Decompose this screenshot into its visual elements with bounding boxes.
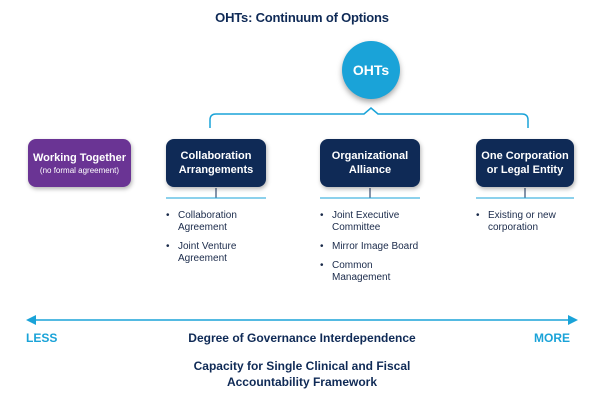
option-sublabel: (no formal agreement) (39, 165, 120, 175)
corporation-items-list: Existing or new corporation (476, 210, 576, 241)
option-label-line2: or Legal Entity (486, 164, 564, 176)
option-label-line1: One Corporation (481, 150, 569, 162)
option-label: Working Together (32, 151, 127, 164)
bracket-connector (209, 107, 529, 128)
option-organizational-alliance: Organizational Alliance (320, 139, 420, 187)
option-label-line1: Collaboration (180, 150, 252, 162)
option-working-together: Working Together (no formal agreement) (28, 139, 131, 187)
list-item: Joint Executive Committee (320, 210, 420, 234)
list-item: Collaboration Agreement (166, 210, 266, 234)
list-item: Mirror Image Board (320, 241, 420, 253)
axis-more-label: MORE (534, 331, 570, 345)
option-collaboration-arrangements: Collaboration Arrangements (166, 139, 266, 187)
option-label-line2: Alliance (348, 164, 392, 176)
option-label-line1: Organizational (331, 150, 409, 162)
option-one-corporation: One Corporation or Legal Entity (476, 139, 574, 187)
list-item: Existing or new corporation (476, 210, 576, 234)
list-item: Common Management (320, 260, 420, 284)
axis-less-label: LESS (26, 331, 58, 345)
axis-center-label: Degree of Governance Interdependence (188, 331, 416, 345)
axis-arrow-left (26, 315, 36, 325)
ohts-node: OHTs (342, 41, 400, 99)
footer-line1: Capacity for Single Clinical and Fiscal (193, 359, 411, 373)
footer-caption: Capacity for Single Clinical and Fiscal … (0, 358, 604, 390)
diagram-title: OHTs: Continuum of Options (215, 10, 389, 25)
alliance-items-list: Joint Executive Committee Mirror Image B… (320, 210, 420, 291)
list-item: Joint Venture Agreement (166, 241, 266, 265)
collaboration-items-list: Collaboration Agreement Joint Venture Ag… (166, 210, 266, 272)
axis-arrow-right (568, 315, 578, 325)
option-label-line2: Arrangements (178, 164, 254, 176)
footer-line2: Accountability Framework (226, 375, 378, 389)
